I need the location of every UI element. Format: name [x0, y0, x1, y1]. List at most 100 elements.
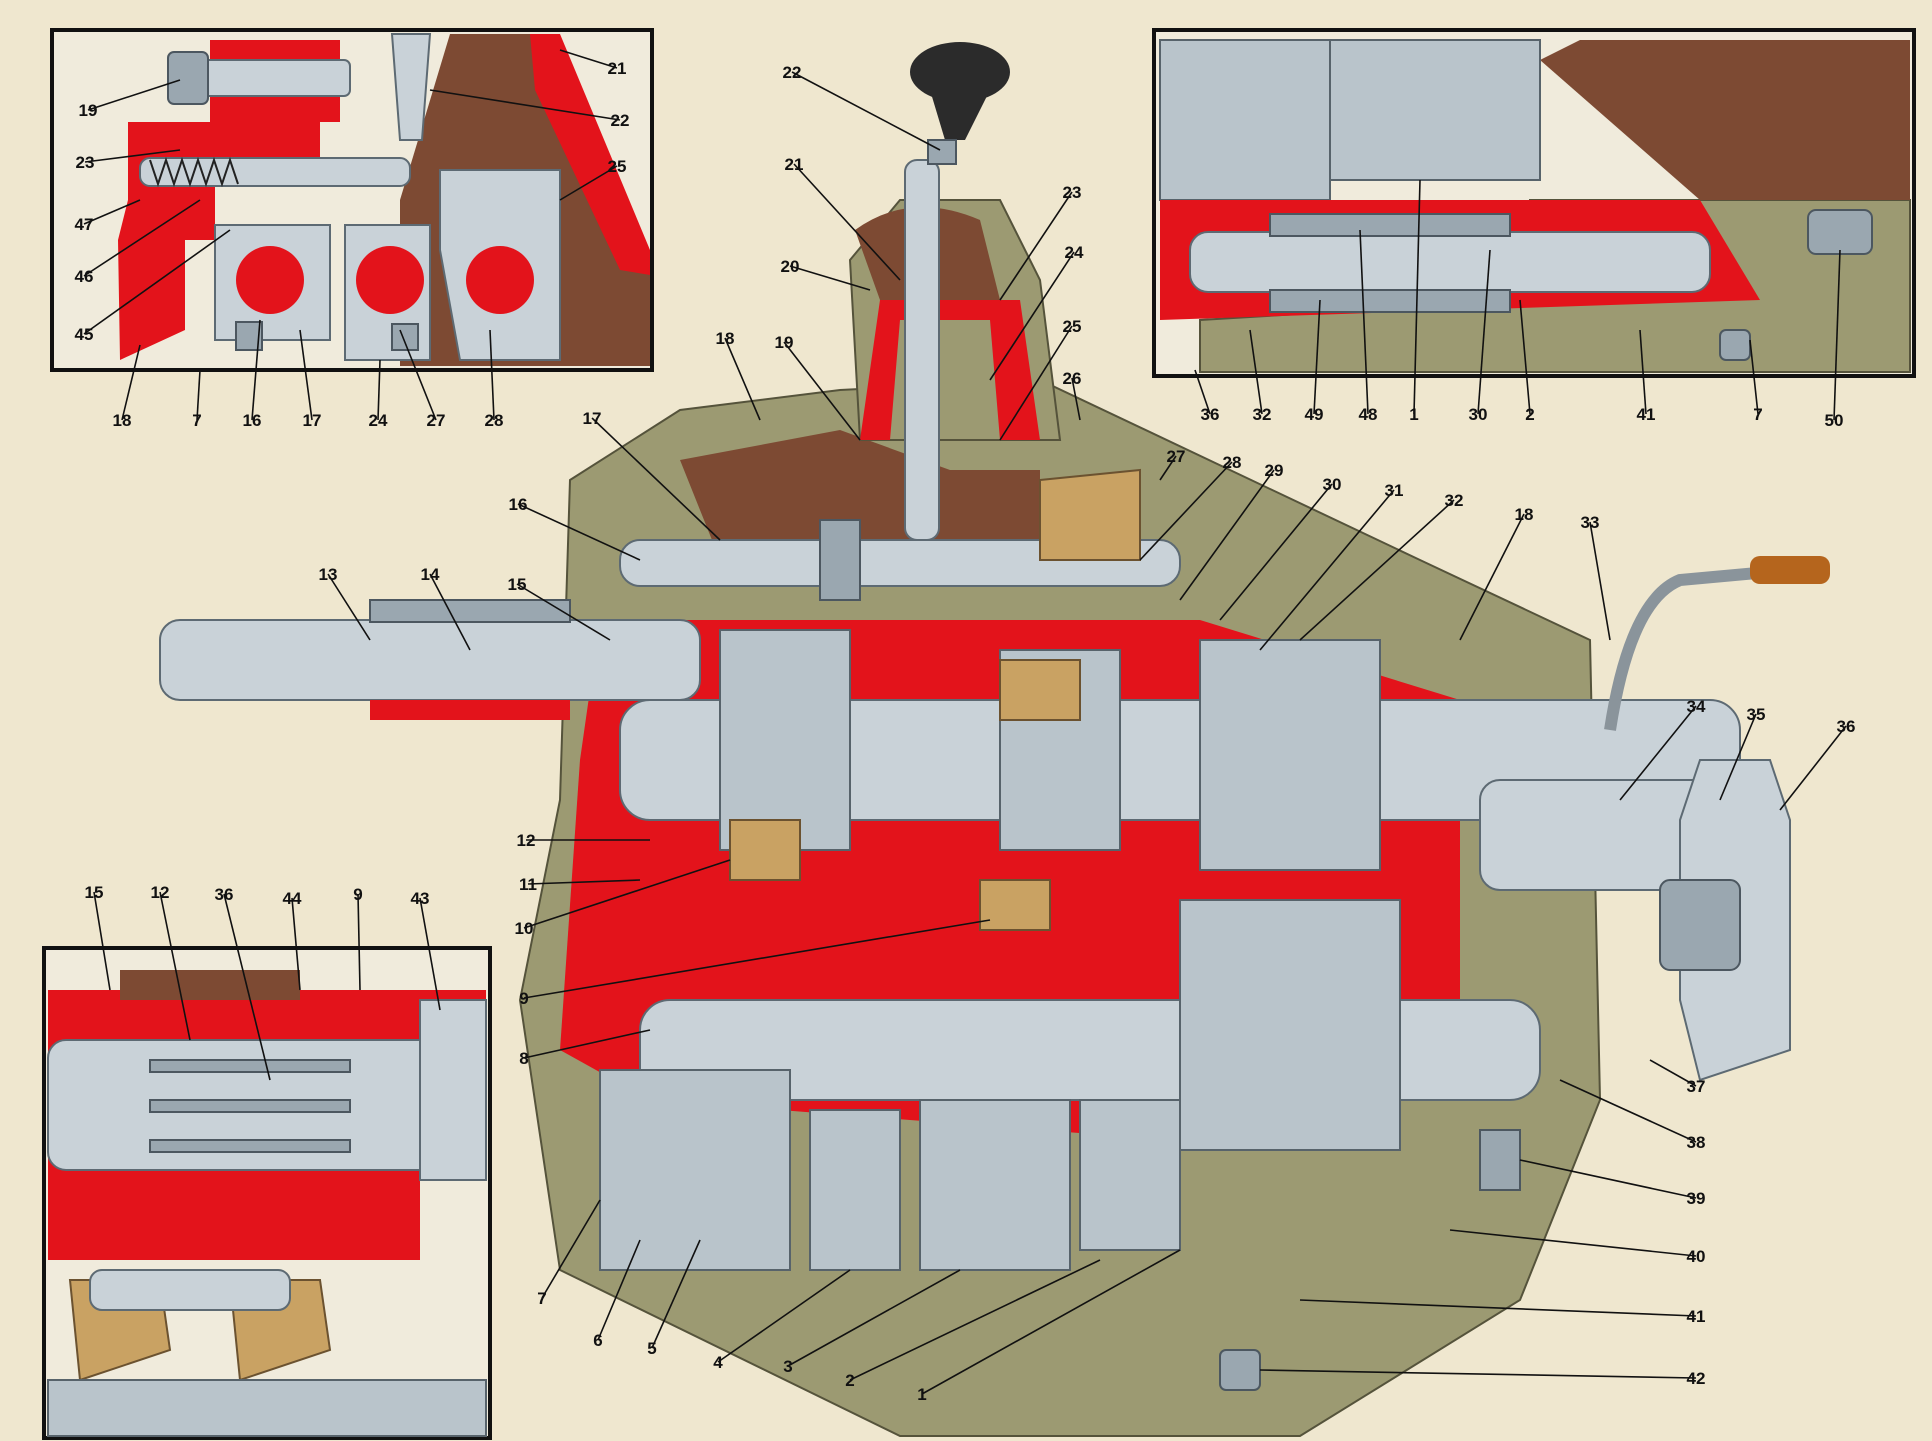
callout-label-ul-17: 17 [303, 411, 322, 430]
callout-label-m-41: 41 [1687, 1307, 1706, 1326]
callout-label-ul-21: 21 [608, 59, 627, 78]
leader-line-m-33 [1589, 521, 1611, 641]
counter-gear-6 [599, 1069, 791, 1271]
callout-label-m-34: 34 [1687, 697, 1706, 716]
leader-line-m-17 [591, 417, 721, 541]
case-top-surface [1540, 40, 1910, 200]
leader-line-m-23 [999, 191, 1073, 301]
callout-label-ul-22: 22 [611, 111, 630, 130]
callout-label-m-1: 1 [917, 1385, 926, 1404]
leader-line-ul-25 [559, 165, 618, 201]
leader-line-m-22 [791, 71, 941, 151]
callout-label-m-8: 8 [519, 1049, 528, 1068]
callout-label-m-26: 26 [1063, 369, 1082, 388]
leader-line-ul-16 [251, 319, 261, 421]
callout-label-ul-46: 46 [75, 267, 94, 286]
callout-label-ul-18: 18 [113, 411, 132, 430]
spline-groove-3 [149, 1139, 351, 1153]
callout-label-m-33: 33 [1581, 513, 1600, 532]
leader-line-m-18b [1459, 513, 1525, 641]
leader-line-ur-49 [1313, 299, 1321, 415]
leader-line-m-6 [597, 1239, 641, 1341]
leader-line-m-40 [1449, 1229, 1697, 1257]
leader-line-m-20 [789, 265, 871, 291]
set-screw-middle [391, 323, 419, 351]
leader-line-m-10 [523, 859, 731, 929]
leader-line-ur-36 [1194, 369, 1211, 415]
callout-label-ul-24: 24 [369, 411, 388, 430]
leader-line-ll-44 [291, 897, 301, 991]
lower-gear-band [47, 1379, 487, 1437]
leader-line-m-29 [1179, 469, 1275, 601]
lever-tip-22 [927, 139, 957, 165]
leader-line-ul-47 [83, 199, 141, 225]
leader-line-ul-28 [489, 329, 495, 421]
shift-knob [910, 42, 1010, 102]
leader-line-ur-30 [1477, 249, 1491, 415]
spline-groove-2 [149, 1099, 351, 1113]
callout-label-ul-25: 25 [608, 157, 627, 176]
leader-line-ll-12 [159, 891, 191, 1041]
leader-line-ul-21 [559, 49, 618, 69]
callout-label-m-13: 13 [319, 565, 338, 584]
leader-line-m-42 [1259, 1369, 1697, 1379]
callout-label-ll-15: 15 [85, 883, 104, 902]
callout-label-m-42: 42 [1687, 1369, 1706, 1388]
callout-label-m-25: 25 [1063, 317, 1082, 336]
callout-label-m-27: 27 [1167, 447, 1186, 466]
callout-label-ur-36: 36 [1201, 405, 1220, 424]
leader-line-m-16 [517, 503, 641, 561]
callout-label-m-4: 4 [713, 1353, 723, 1372]
leader-line-ul-27 [399, 329, 437, 421]
shift-rod-28-section [466, 246, 534, 314]
leader-line-ul-19 [87, 79, 181, 111]
callout-label-m-17: 17 [583, 409, 602, 428]
speedometer-cable-33 [1604, 564, 1791, 731]
gear-2nd [719, 629, 851, 851]
leader-line-ur-2 [1519, 299, 1531, 415]
speedometer-cable-end [1750, 556, 1830, 584]
callout-label-m-11: 11 [519, 875, 537, 894]
callout-label-ll-43: 43 [411, 889, 430, 908]
leader-line-m-9 [523, 919, 991, 999]
callout-label-ur-41: 41 [1637, 405, 1656, 424]
counter-gear-4 [809, 1109, 901, 1271]
callout-label-ur-1: 1 [1409, 405, 1418, 424]
leader-line-m-30 [1219, 483, 1333, 621]
leader-line-ur-50 [1833, 249, 1841, 421]
leader-line-m-14 [429, 573, 471, 651]
front-cover-14 [369, 599, 571, 623]
leader-line-m-36 [1779, 725, 1847, 811]
leader-line-m-31 [1259, 489, 1395, 651]
leader-line-ul-45 [83, 229, 231, 335]
callout-label-m-30: 30 [1323, 475, 1342, 494]
callout-label-m-24: 24 [1065, 243, 1084, 262]
callout-label-m-37: 37 [1687, 1077, 1706, 1096]
callout-label-m-23: 23 [1063, 183, 1082, 202]
leader-line-ll-36 [223, 893, 271, 1081]
callout-label-m-19: 19 [775, 333, 794, 352]
leader-line-m-1 [921, 1249, 1181, 1395]
inset-shift-lock-detail [50, 28, 654, 372]
spline-groove-1 [149, 1059, 351, 1073]
leader-line-ll-15 [93, 891, 111, 991]
leader-line-m-28 [1139, 461, 1233, 561]
flange-nut [1659, 879, 1741, 971]
counter-gear-2 [1079, 1099, 1181, 1251]
needle-bearing-49 [1269, 289, 1511, 313]
leader-line-m-13 [327, 573, 371, 641]
shift-tower-cut-red [860, 300, 1040, 440]
leader-line-m-39 [1519, 1159, 1697, 1199]
callout-label-m-7: 7 [537, 1289, 546, 1308]
drain-plug-50 [1807, 209, 1873, 255]
callout-label-ll-36: 36 [215, 885, 234, 904]
callout-label-m-14: 14 [421, 565, 440, 584]
leader-line-m-41 [1299, 1299, 1697, 1317]
drain-plug-42 [1219, 1349, 1261, 1391]
leader-line-m-35 [1719, 713, 1757, 801]
leader-line-ul-23 [84, 149, 181, 163]
leader-line-ul-17 [299, 329, 313, 421]
bolt-41 [1719, 329, 1751, 361]
leader-line-m-26 [1071, 377, 1081, 421]
